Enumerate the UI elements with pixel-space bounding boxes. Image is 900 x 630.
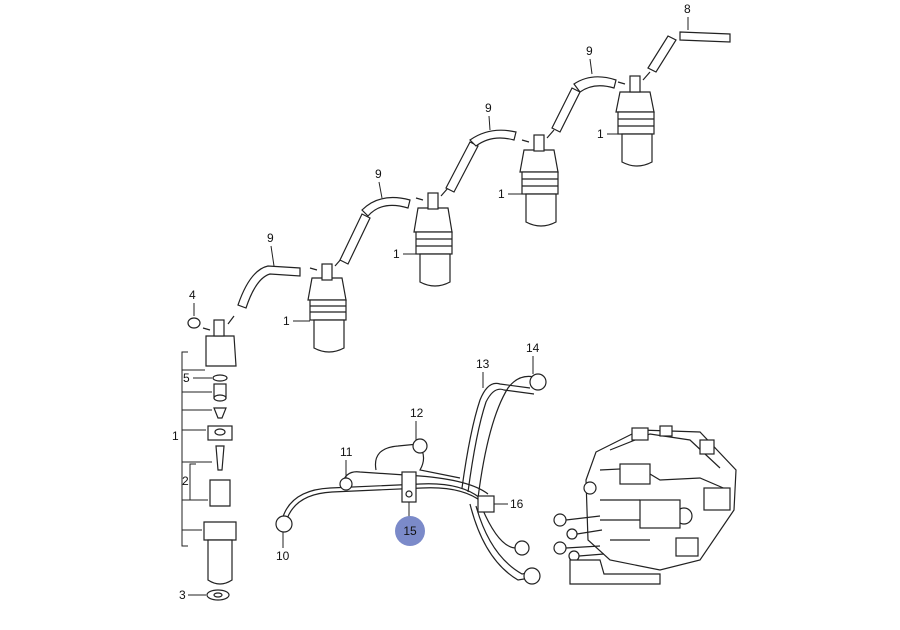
injector-4[interactable]: 1 — [597, 71, 655, 167]
label-10: 10 — [276, 549, 290, 563]
label-13: 13 — [476, 357, 490, 371]
injection-pipes[interactable]: 10 11 12 13 14 16 — [275, 341, 547, 585]
label-9c: 9 — [485, 101, 492, 115]
injector-2[interactable]: 1 — [393, 187, 453, 287]
label-9d: 9 — [586, 44, 593, 58]
callout-15[interactable]: 15 — [395, 516, 425, 546]
label-4: 4 — [189, 288, 196, 302]
label-2: 2 — [182, 474, 189, 488]
label-1d: 1 — [597, 127, 604, 141]
label-14: 14 — [526, 341, 540, 355]
injector-1[interactable]: 1 — [283, 257, 347, 353]
label-1b: 1 — [393, 247, 400, 261]
label-16: 16 — [510, 497, 524, 511]
label-12: 12 — [410, 406, 424, 420]
label-5: 5 — [183, 371, 190, 385]
label-1a: 1 — [283, 314, 290, 328]
label-9a: 9 — [267, 231, 274, 245]
injection-pump[interactable] — [553, 425, 737, 585]
label-3: 3 — [179, 588, 186, 602]
leak-off-hoses[interactable]: 9 9 9 9 8 — [237, 2, 731, 309]
injector-exploded-view[interactable]: 4 5 3 1 2 — [172, 288, 237, 602]
label-1c: 1 — [498, 187, 505, 201]
label-8: 8 — [684, 2, 691, 16]
injector-3[interactable]: 1 — [498, 129, 559, 227]
callout-15-circle — [395, 516, 425, 546]
label-1e: 1 — [172, 429, 179, 443]
label-15: 15 — [403, 524, 417, 538]
label-9b: 9 — [375, 167, 382, 181]
label-11: 11 — [340, 445, 353, 459]
